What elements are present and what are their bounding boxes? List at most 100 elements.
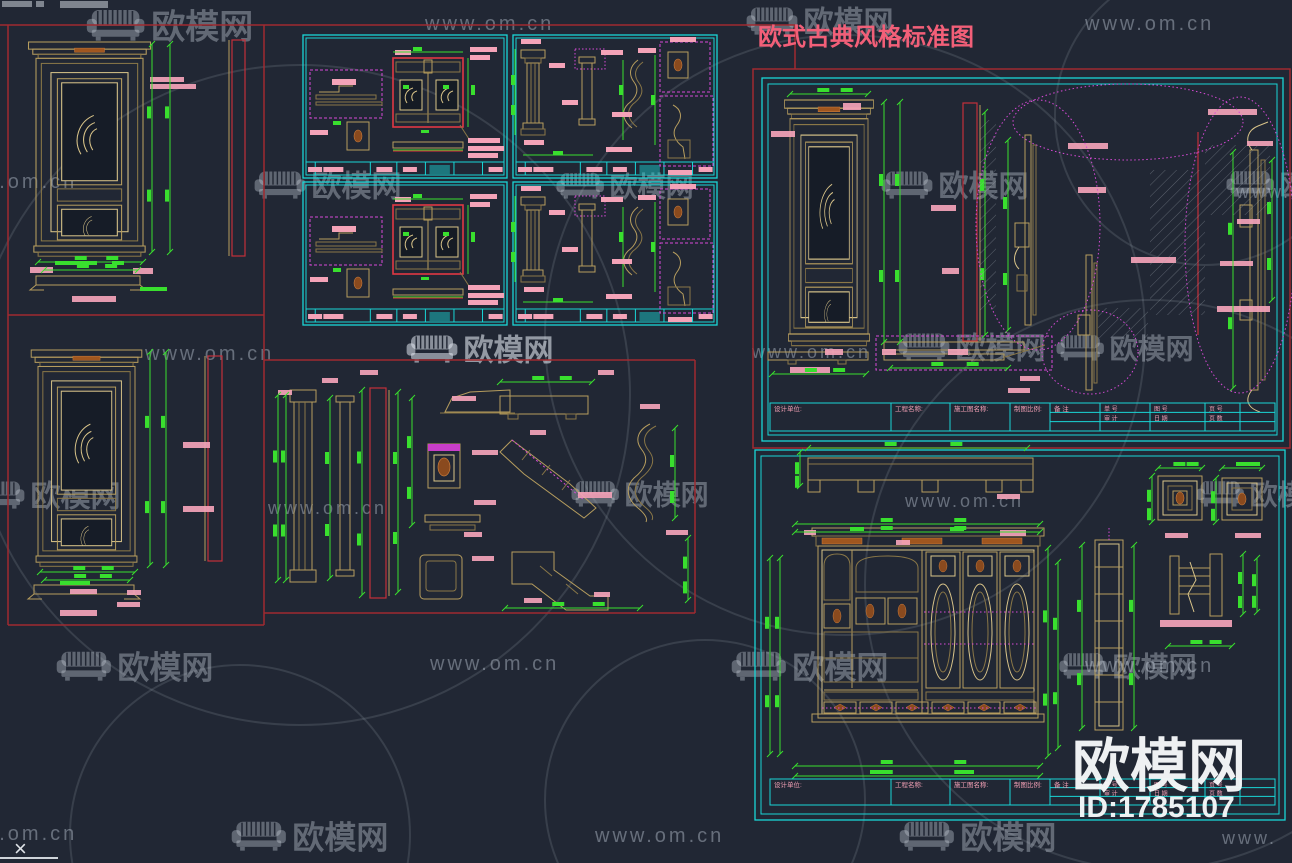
dimension-text (74, 574, 87, 578)
label-blob (771, 131, 795, 137)
title-strip-label (323, 314, 344, 319)
section-detail-a (1014, 134, 1037, 326)
label-blob (666, 530, 688, 535)
sofa-watermark-icon (898, 820, 955, 852)
label-blob (133, 268, 153, 274)
label-blob (1235, 533, 1261, 538)
watermark-url: www.om.cn (429, 653, 559, 675)
dimension-text (931, 362, 944, 366)
label-blob (183, 506, 214, 512)
label-blob (1217, 306, 1270, 312)
dimension-text (145, 415, 149, 428)
title-block-field: 设计单位: (774, 780, 802, 789)
label-blob (1160, 620, 1232, 627)
watermark-url: www.om.cn (904, 491, 1024, 511)
title-strip-label (698, 167, 713, 172)
label-blob (948, 349, 968, 355)
label-blob (472, 450, 498, 455)
wardrobe-mirror-doors (925, 551, 1035, 689)
title-strip-label (402, 167, 417, 172)
watermark-url: www.om.cn (424, 13, 554, 35)
dimension-text (683, 556, 687, 569)
red-sheet-borders (0, 24, 1291, 626)
dimension-text (1147, 508, 1151, 521)
dimension-text (281, 524, 285, 537)
label-blob (1000, 530, 1026, 536)
dimension-text (880, 770, 893, 774)
dimension-text (357, 451, 361, 464)
dimension-text (74, 256, 87, 260)
title-strip-label (376, 314, 393, 319)
dimension-text (165, 189, 169, 202)
dimension-text (393, 532, 397, 544)
dimension-text (1238, 572, 1242, 584)
rosette-detail-1 (1157, 475, 1203, 521)
watermark-url: www. (1221, 828, 1277, 848)
sheet-frame-inner (515, 37, 715, 176)
title-block-field: 制图比例: (1014, 780, 1042, 789)
panel-door-elevation-1 (27, 39, 246, 291)
sheet-title: 欧式古典风格标准图 (758, 23, 974, 51)
watermark-arc (69, 664, 411, 863)
dimension-text (833, 368, 846, 372)
label-blob (127, 590, 141, 595)
dimension-text (670, 455, 674, 467)
dimension-text (840, 88, 853, 92)
sheet-frame (302, 34, 508, 179)
revision-cloud (975, 99, 1101, 351)
watermark-url: www.om.cn (1084, 13, 1214, 35)
label-blob (997, 494, 1020, 499)
label-blob (472, 556, 494, 561)
dimension-text (895, 270, 899, 282)
title-strip-label (612, 314, 627, 319)
sofa-watermark-icon (253, 169, 307, 200)
watermark-url: www.om.cn (1084, 655, 1214, 677)
dimension-text (954, 760, 967, 764)
dimension-text (552, 602, 565, 606)
dimension-text (60, 581, 90, 585)
dimension-text (880, 526, 893, 530)
dimension-text (1003, 197, 1007, 209)
site-id-watermark: ID:1785107 (1078, 791, 1235, 824)
panel-component-details (289, 387, 657, 611)
dimension-text (670, 491, 674, 503)
title-block (769, 778, 1276, 806)
label-blob (278, 390, 292, 395)
crosshair-cursor[interactable]: × (14, 836, 27, 861)
dimension-text (407, 436, 411, 449)
dimension-text (559, 376, 572, 380)
dimension-text (884, 442, 897, 446)
dimension-text (99, 574, 112, 578)
title-block-field: 施工图名称: (954, 780, 989, 789)
dimension-text (407, 486, 411, 499)
sheet-frame (302, 181, 508, 326)
watermark-brand: 欧模网 (1113, 652, 1197, 683)
title-block-subfield: 图 号 (1154, 782, 1168, 789)
dimension-text (850, 527, 864, 531)
title-strip-label (376, 167, 393, 172)
title-block-subfield: 日 期 (1154, 414, 1168, 422)
sofa-watermark-icon (1195, 479, 1245, 508)
dimension-text (870, 770, 884, 774)
dimension-text (1003, 273, 1007, 285)
dimension-text (775, 695, 779, 708)
panel-wardrobe-sheet (754, 449, 1286, 821)
label-blob (825, 349, 843, 355)
label-blob (150, 77, 184, 82)
dimension-text (804, 368, 817, 372)
dimension-text (393, 452, 397, 464)
dimension-text (281, 450, 285, 463)
title-block-subfield: 图 号 (1154, 406, 1168, 413)
watermark-brand: 欧模网 (960, 819, 1056, 855)
dimension-text (960, 770, 974, 774)
title-block-subfield: 页 号 (1209, 782, 1223, 789)
label-blob (452, 396, 476, 401)
hatch-area (980, 120, 996, 310)
dimension-text (880, 518, 893, 522)
title-blocks: 设计单位:工程名称:施工图名称:制图比例:备 注单 号审 计图 号日 期页 号页… (769, 402, 1276, 806)
layer-name-text (2, 1, 108, 8)
title-block-field: 工程名称: (895, 404, 923, 413)
hatch-area (1205, 145, 1270, 215)
watermark-brand: 欧模网 (804, 7, 894, 40)
